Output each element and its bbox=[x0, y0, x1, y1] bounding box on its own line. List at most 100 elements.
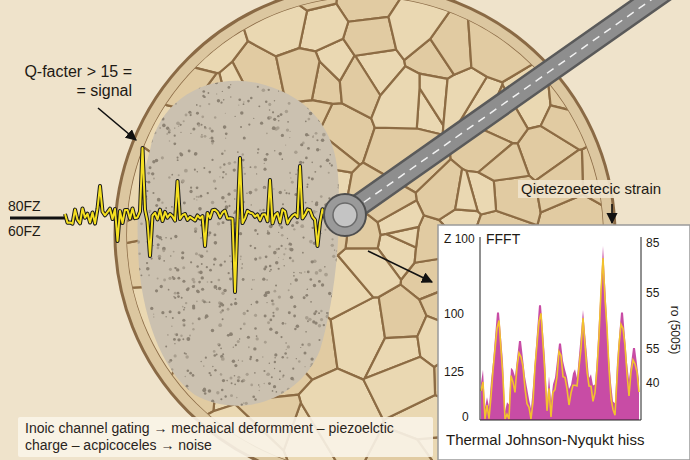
cell bbox=[388, 0, 469, 60]
speckle bbox=[324, 273, 328, 277]
speckle bbox=[131, 289, 134, 292]
speckle bbox=[238, 69, 239, 70]
speckle bbox=[211, 159, 213, 161]
speckle bbox=[256, 335, 258, 337]
speckle bbox=[151, 172, 154, 175]
speckle bbox=[311, 403, 313, 405]
speckle bbox=[150, 102, 151, 103]
speckle bbox=[337, 285, 340, 288]
speckle bbox=[279, 152, 282, 155]
speckle bbox=[239, 66, 242, 69]
speckle bbox=[221, 389, 224, 392]
speckle bbox=[288, 193, 290, 195]
speckle bbox=[306, 376, 309, 379]
speckle bbox=[156, 409, 160, 413]
speckle bbox=[269, 109, 271, 111]
speckle bbox=[129, 184, 132, 187]
speckle bbox=[265, 255, 268, 258]
speckle bbox=[166, 133, 168, 135]
speckle bbox=[336, 320, 339, 323]
speckle bbox=[197, 290, 200, 293]
speckle bbox=[168, 277, 171, 280]
speckle bbox=[280, 226, 283, 229]
speckle bbox=[234, 161, 237, 164]
speckle bbox=[243, 167, 244, 168]
speckle bbox=[302, 161, 304, 163]
speckle bbox=[341, 352, 344, 355]
speckle bbox=[188, 74, 191, 77]
speckle bbox=[337, 118, 339, 120]
speckle bbox=[188, 111, 191, 114]
speckle bbox=[274, 357, 275, 358]
speckle bbox=[190, 133, 191, 134]
speckle bbox=[136, 242, 138, 244]
axis-label: 55 bbox=[646, 343, 659, 357]
speckle bbox=[280, 113, 283, 116]
speckle bbox=[211, 129, 214, 132]
speckle bbox=[293, 315, 296, 318]
speckle bbox=[153, 117, 155, 119]
speckle bbox=[171, 374, 173, 376]
speckle bbox=[240, 126, 242, 128]
speckle bbox=[239, 338, 240, 339]
speckle bbox=[222, 221, 225, 224]
speckle bbox=[246, 310, 248, 312]
speckle bbox=[279, 191, 282, 194]
speckle bbox=[311, 177, 314, 180]
speckle bbox=[234, 383, 236, 385]
speckle bbox=[283, 265, 284, 266]
speckle bbox=[338, 78, 341, 81]
speckle bbox=[288, 311, 291, 314]
speckle bbox=[146, 267, 150, 271]
speckle bbox=[139, 286, 141, 288]
speckle bbox=[137, 165, 139, 167]
speckle bbox=[225, 132, 228, 135]
speckle bbox=[342, 300, 344, 302]
speckle bbox=[305, 202, 307, 204]
speckle bbox=[144, 316, 147, 319]
speckle bbox=[247, 64, 250, 67]
speckle bbox=[292, 368, 294, 370]
speckle bbox=[317, 65, 318, 66]
speckle bbox=[141, 76, 142, 77]
speckle bbox=[267, 230, 269, 232]
cell bbox=[541, 105, 628, 149]
speckle bbox=[265, 101, 268, 104]
speckle bbox=[275, 307, 278, 310]
speckle bbox=[198, 196, 200, 198]
speckle bbox=[168, 129, 171, 132]
speckle bbox=[222, 318, 224, 320]
speckle bbox=[209, 59, 211, 61]
speckle bbox=[308, 374, 311, 377]
speckle bbox=[237, 376, 240, 379]
speckle bbox=[179, 124, 181, 126]
speckle bbox=[151, 370, 153, 372]
speckle bbox=[219, 69, 222, 72]
speckle bbox=[280, 336, 282, 338]
speckle bbox=[155, 204, 158, 207]
speckle bbox=[260, 122, 263, 125]
speckle bbox=[140, 274, 142, 276]
speckle bbox=[164, 69, 166, 71]
speckle bbox=[343, 246, 347, 250]
speckle bbox=[343, 93, 344, 94]
speckle bbox=[196, 196, 198, 198]
speckle bbox=[216, 93, 217, 94]
speckle bbox=[248, 406, 252, 410]
speckle bbox=[269, 265, 272, 268]
speckle bbox=[209, 138, 210, 139]
speckle bbox=[249, 191, 253, 195]
speckle bbox=[299, 272, 300, 273]
speckle bbox=[204, 127, 207, 130]
cell bbox=[343, 17, 396, 56]
speckle bbox=[329, 163, 331, 165]
speckle bbox=[300, 383, 301, 384]
speckle bbox=[314, 171, 316, 173]
speckle bbox=[268, 411, 270, 413]
speckle bbox=[254, 398, 256, 400]
speckle bbox=[157, 247, 160, 250]
speckle bbox=[250, 97, 253, 100]
speckle bbox=[147, 181, 150, 184]
speckle bbox=[288, 87, 290, 89]
speckle bbox=[339, 295, 343, 299]
